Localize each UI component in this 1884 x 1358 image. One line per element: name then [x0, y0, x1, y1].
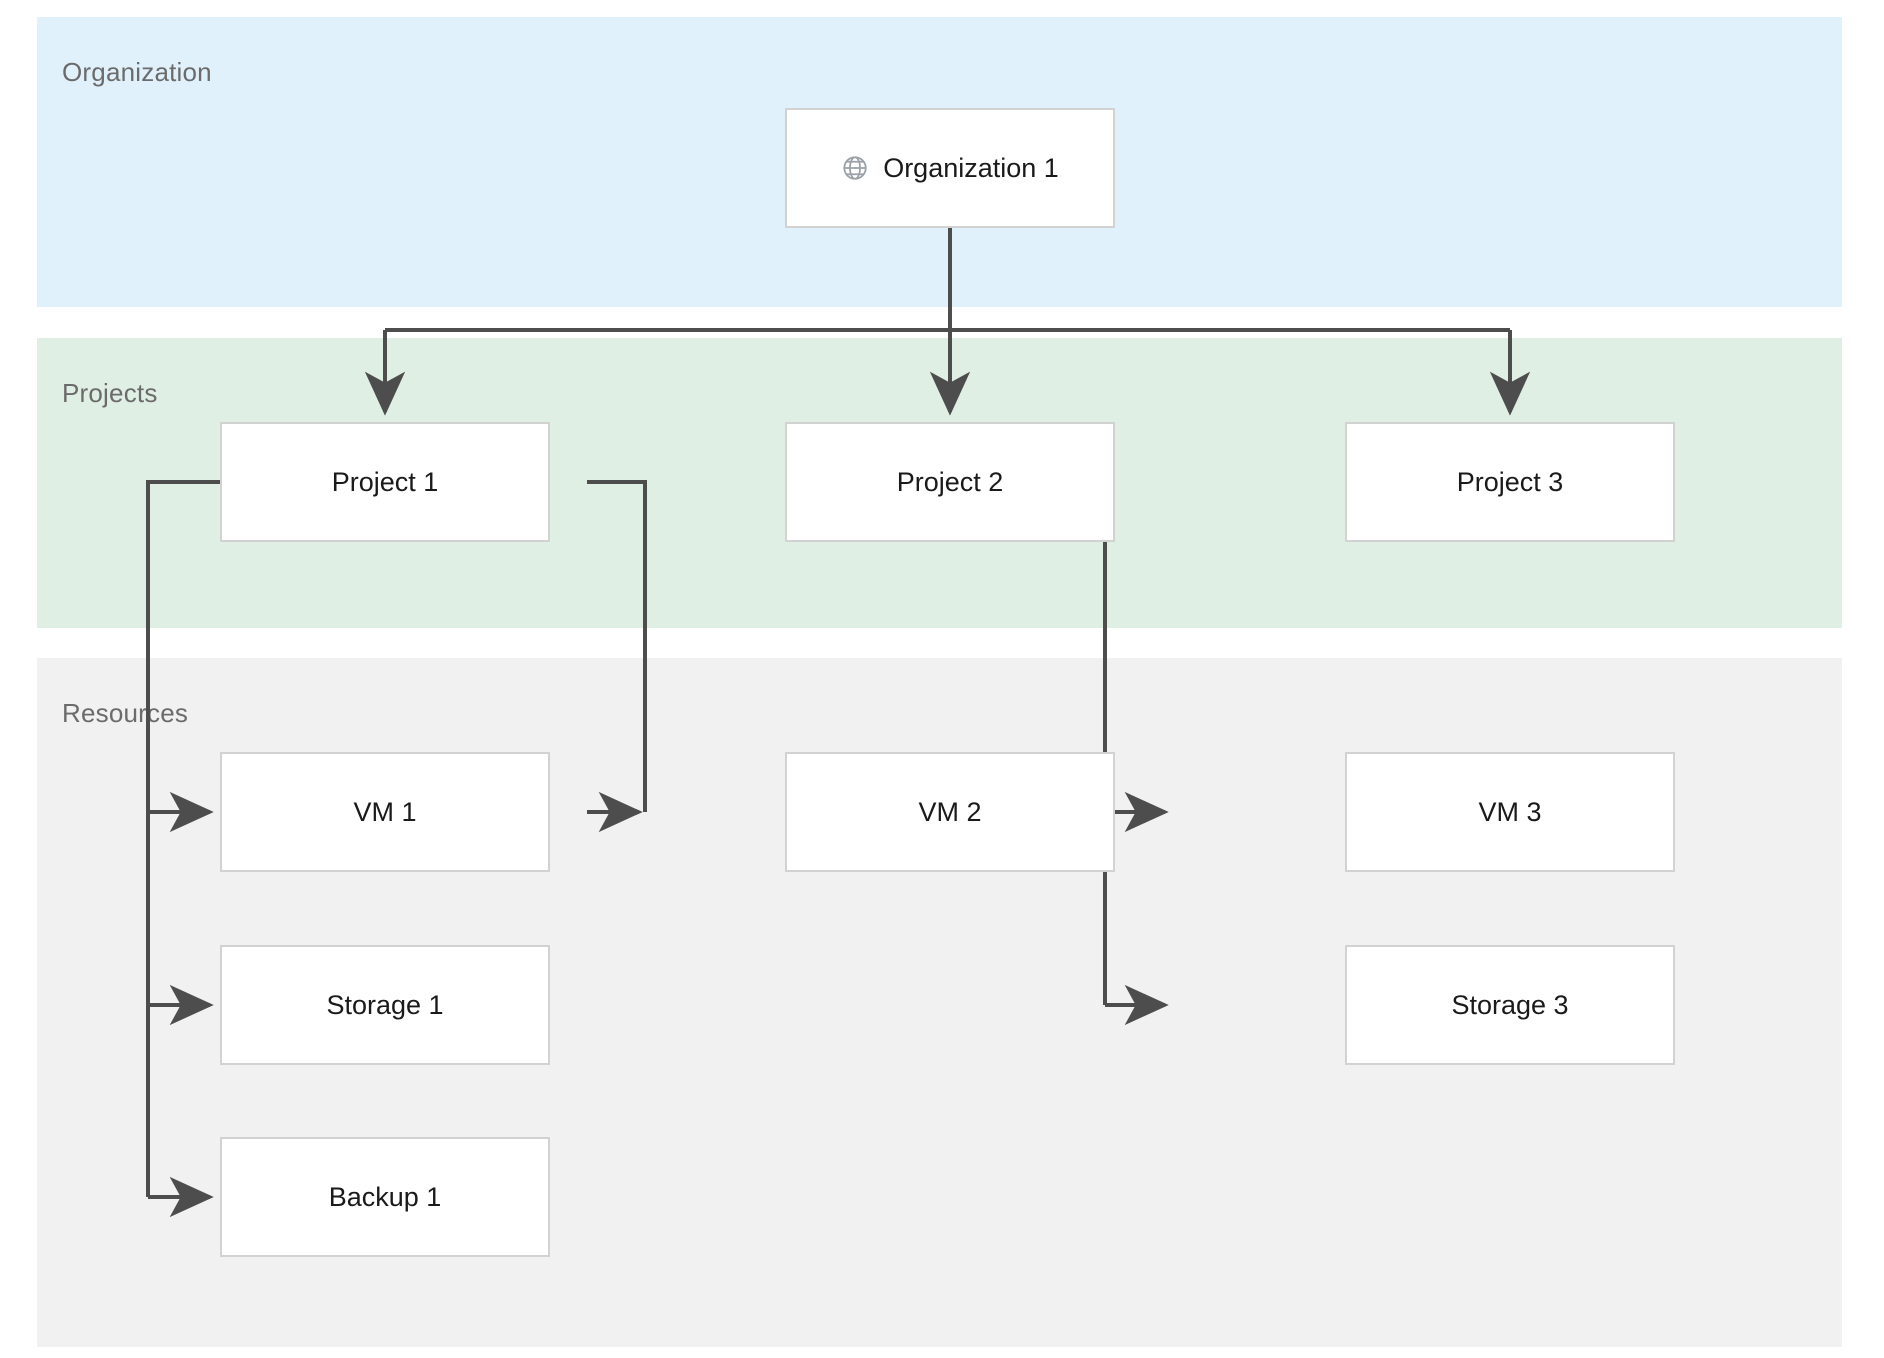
node-vm-2[interactable]: VM 2	[785, 752, 1115, 872]
node-project-1[interactable]: Project 1	[220, 422, 550, 542]
node-storage-1[interactable]: Storage 1	[220, 945, 550, 1065]
node-project-3[interactable]: Project 3	[1345, 422, 1675, 542]
node-storage-3[interactable]: Storage 3	[1345, 945, 1675, 1065]
node-label: Storage 1	[326, 989, 444, 1020]
node-backup-1[interactable]: Backup 1	[220, 1137, 550, 1257]
node-label: VM 1	[353, 796, 417, 827]
node-label: Project 3	[1456, 466, 1564, 497]
node-label: Backup 1	[328, 1181, 442, 1212]
node-label: Project 1	[331, 466, 439, 497]
band-label-organization: Organization	[62, 57, 212, 87]
node-content: Organization 1	[841, 153, 1059, 184]
node-project-2[interactable]: Project 2	[785, 422, 1115, 542]
node-label: Organization 1	[883, 152, 1059, 183]
node-vm-3[interactable]: VM 3	[1345, 752, 1675, 872]
node-label: Storage 3	[1451, 989, 1569, 1020]
node-organization-1[interactable]: Organization 1	[785, 108, 1115, 228]
node-label: Project 2	[896, 466, 1004, 497]
band-label-projects: Projects	[62, 378, 158, 408]
band-label-resources: Resources	[62, 698, 189, 728]
globe-icon	[841, 154, 869, 182]
node-vm-1[interactable]: VM 1	[220, 752, 550, 872]
node-label: VM 2	[918, 796, 982, 827]
node-label: VM 3	[1478, 796, 1542, 827]
